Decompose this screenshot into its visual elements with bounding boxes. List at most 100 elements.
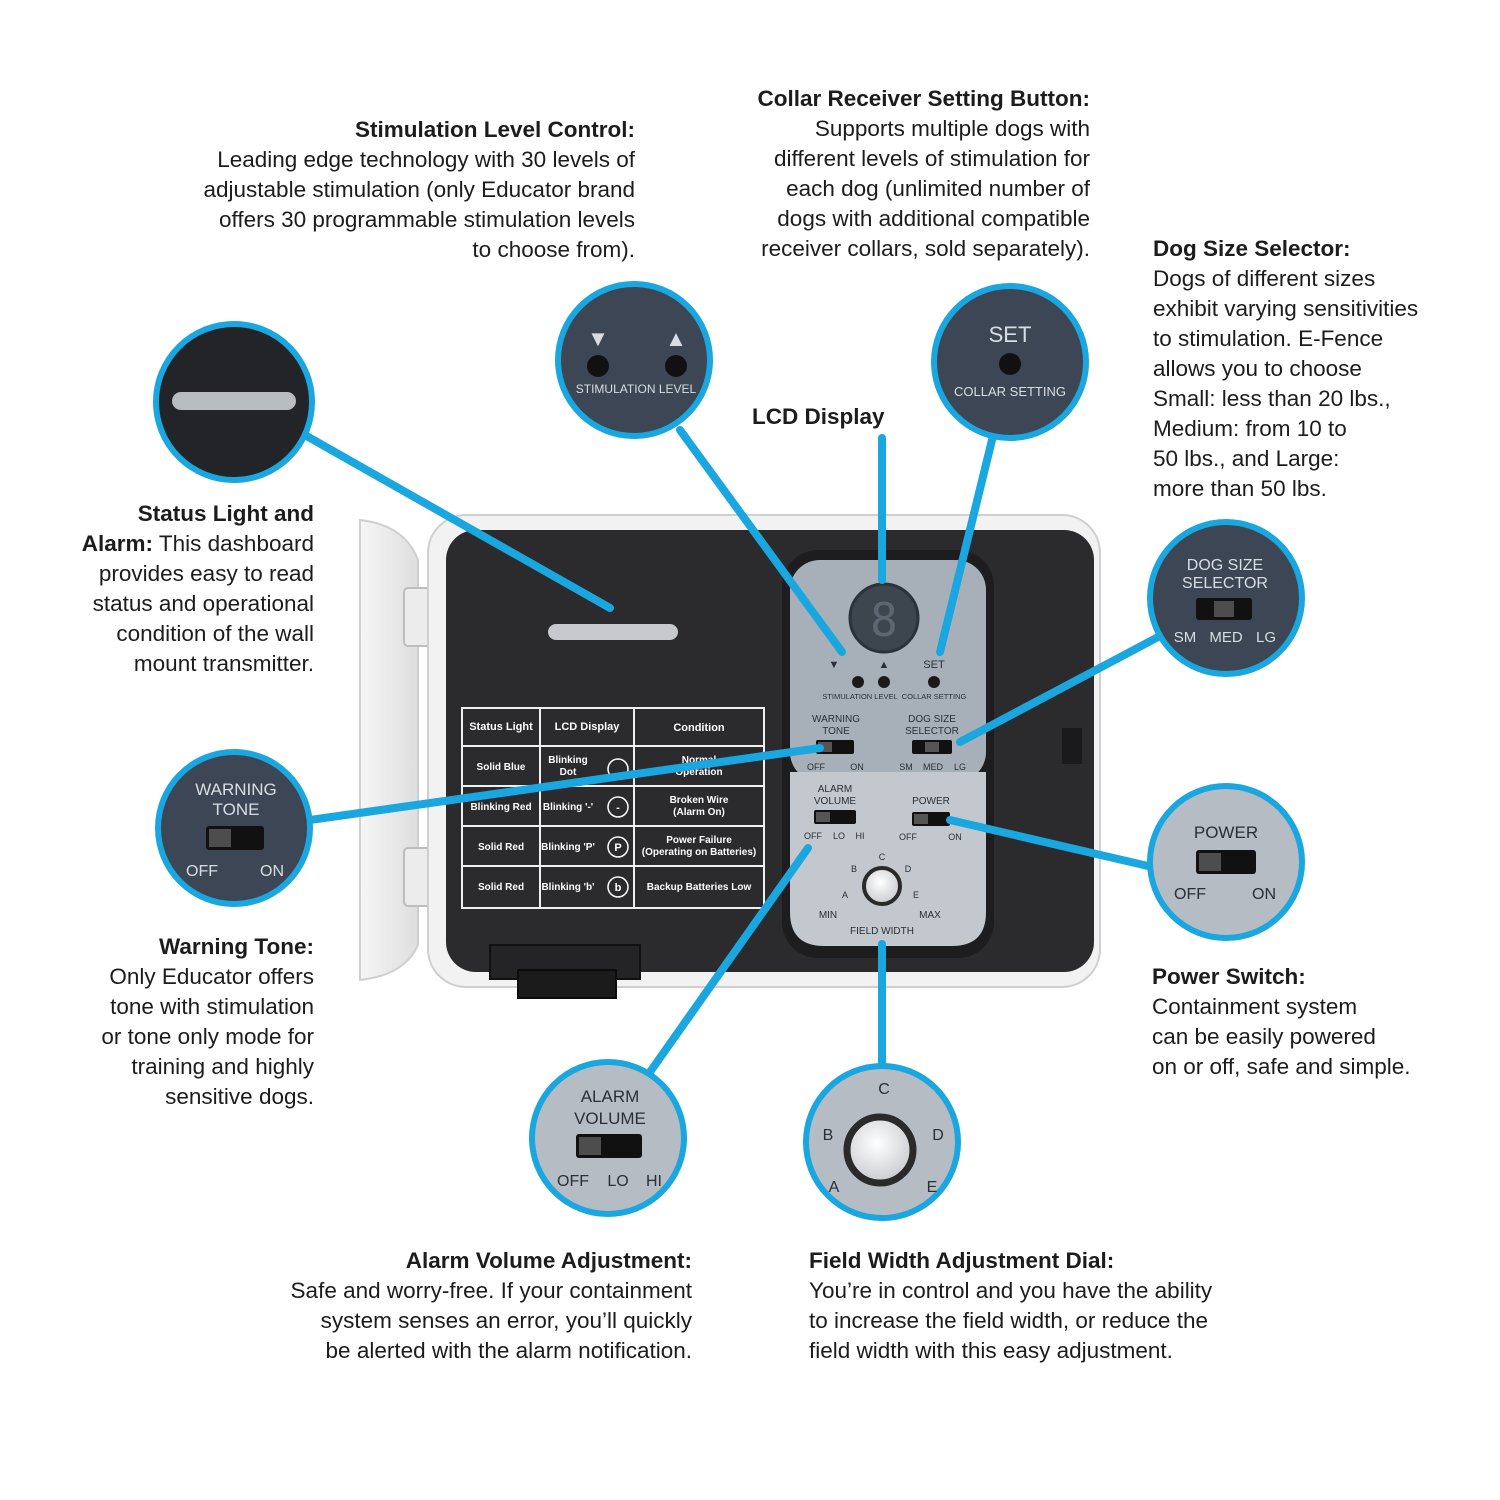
callout-power: Power Switch: Containment system can be …	[1152, 962, 1472, 1082]
field-width-label: FIELD WIDTH	[850, 926, 914, 937]
field-width-dial[interactable]	[862, 866, 902, 906]
zoom-stim-up-arrow: ▲	[665, 326, 687, 351]
dial-max: MAX	[919, 910, 941, 921]
dogsize-label-2: SELECTOR	[905, 726, 959, 737]
zoom-stim-down-arrow: ▼	[587, 326, 609, 351]
dial-letter-e: E	[913, 890, 919, 900]
callout-warning-title: Warning Tone:	[159, 934, 314, 959]
zoom-set-button	[999, 353, 1021, 375]
zoom-alarm-label-1: ALARM	[581, 1087, 640, 1106]
zoom-dial-letter-d: D	[932, 1127, 944, 1144]
terminal-plug	[517, 969, 617, 999]
leader-power	[946, 816, 1152, 870]
table-row-0-condition-0: Normal	[682, 755, 717, 766]
table-row-2-symbol: P	[614, 842, 621, 854]
size-sm: SM	[899, 762, 913, 772]
warning-off: OFF	[807, 762, 825, 772]
power-label: POWER	[912, 796, 950, 807]
status-light-bar	[548, 624, 678, 640]
alarm-label-1: ALARM	[818, 784, 852, 795]
zoom-size-sm: SM	[1174, 629, 1197, 646]
table-row-1-condition-0: Broken Wire	[670, 795, 729, 806]
zoom-alarm-label-2: VOLUME	[574, 1109, 646, 1128]
table-row-1-symbol-ring	[607, 796, 629, 818]
callout-stimulation-line-1: Leading edge technology with 30 levels o…	[217, 147, 635, 172]
callout-dogsize-line-2: exhibit varying sensitivities	[1153, 296, 1419, 321]
zoom-dial-letter-a: A	[829, 1179, 840, 1196]
table-row-3-symbol-ring	[607, 876, 629, 898]
callout-dogsize-line-6: Medium: from 10 to	[1153, 416, 1347, 441]
stim-up-arrow: ▲	[879, 659, 890, 671]
callout-power-line-3: on or off, safe and simple.	[1152, 1054, 1411, 1079]
alarm-hi: HI	[856, 831, 865, 841]
callout-power-line-1: Containment system	[1152, 994, 1358, 1019]
stim-down-button[interactable]	[852, 676, 864, 688]
set-button[interactable]	[928, 676, 940, 688]
callout-collar-title: Collar Receiver Setting Button:	[757, 86, 1090, 111]
set-label: SET	[923, 659, 945, 671]
zoom-alarm-hi: HI	[646, 1173, 662, 1190]
dial-letter-a: A	[842, 890, 848, 900]
callout-collar-line-4: dogs with additional compatible	[777, 206, 1090, 231]
callout-warning-line-3: or tone only mode for	[101, 1024, 314, 1049]
callout-dogsize: Dog Size Selector: Dogs of different siz…	[1153, 234, 1483, 504]
leader-stimulation	[676, 426, 846, 656]
callout-field-line-2: to increase the field width, or reduce t…	[809, 1308, 1208, 1333]
table-row-1-symbol: -	[616, 802, 620, 814]
table-row-2-symbol-ring	[607, 836, 629, 858]
callout-alarm-title: Alarm Volume Adjustment:	[405, 1248, 692, 1273]
power-off: OFF	[899, 832, 917, 842]
power-on: ON	[948, 832, 962, 842]
zoom-collar-setting: SET COLLAR SETTING	[931, 283, 1089, 441]
callout-dogsize-line-4: allows you to choose	[1153, 356, 1362, 381]
zoom-field-width: A B C D E	[803, 1063, 961, 1221]
leader-status	[292, 426, 614, 612]
callout-status-title-cont: Alarm:	[81, 531, 154, 556]
callout-stimulation-title: Stimulation Level Control:	[354, 117, 635, 142]
zoom-power-off: OFF	[1174, 886, 1206, 903]
zoom-collar-label: COLLAR SETTING	[954, 384, 1066, 399]
collar-setting-label: COLLAR SETTING	[902, 692, 967, 701]
callout-lcd: LCD Display	[752, 402, 952, 432]
zoom-warning-off: OFF	[186, 863, 218, 880]
callout-warning-line-2: tone with stimulation	[110, 994, 314, 1019]
zoom-dial-letter-e: E	[927, 1179, 938, 1196]
zoom-alarm-off: OFF	[557, 1173, 589, 1190]
alarm-label-2: VOLUME	[814, 796, 857, 807]
table-header-condition: Condition	[673, 722, 725, 734]
zoom-stim-down-button	[587, 355, 609, 377]
callout-field-line-1: You’re in control and you have the abili…	[809, 1278, 1213, 1303]
stim-up-button[interactable]	[878, 676, 890, 688]
leader-alarm	[646, 844, 812, 1076]
table-row-3-lcd-0: Blinking 'b'	[541, 882, 594, 893]
leader-lines	[292, 426, 1164, 1076]
table-row-2-condition-1: (Operating on Batteries)	[642, 847, 756, 858]
callout-collar-line-1: Supports multiple dogs with	[814, 116, 1090, 141]
zoom-alarm-knob	[579, 1137, 601, 1155]
zoom-size-lg: LG	[1256, 629, 1276, 646]
lcd-digit: 8	[870, 593, 898, 647]
zoom-warning-knob	[209, 829, 231, 847]
status-table: Status Light LCD Display Condition Solid…	[461, 707, 765, 909]
table-row-0-lcd-0: Blinking	[548, 755, 587, 766]
power-knob	[914, 814, 928, 824]
callout-stimulation-line-4: to choose from).	[472, 237, 635, 262]
dogsize-label-1: DOG SIZE	[908, 714, 956, 725]
table-row-2-light: Solid Red	[478, 842, 524, 853]
warning-tone-knob	[818, 742, 832, 752]
zoom-power-knob	[1199, 853, 1221, 871]
zoom-dogsize-knob	[1214, 601, 1234, 617]
zoom-power-on: ON	[1252, 886, 1276, 903]
callout-dogsize-line-8: more than 50 lbs.	[1153, 476, 1327, 501]
zoom-dog-size: DOG SIZE SELECTOR SM MED LG	[1147, 519, 1305, 677]
zoom-size-med: MED	[1209, 629, 1243, 646]
callout-alarm-line-2: system senses an error, you’ll quickly	[320, 1308, 692, 1333]
status-table-frame	[461, 707, 765, 909]
zoom-dogsize-label-1: DOG SIZE	[1187, 557, 1263, 574]
callout-status-line-0: Alarm: This dashboard	[20, 529, 314, 559]
callout-status: Status Light and Alarm: This dashboard p…	[20, 499, 314, 679]
callout-field-title: Field Width Adjustment Dial:	[809, 1248, 1115, 1273]
warning-label-2: TONE	[822, 726, 850, 737]
